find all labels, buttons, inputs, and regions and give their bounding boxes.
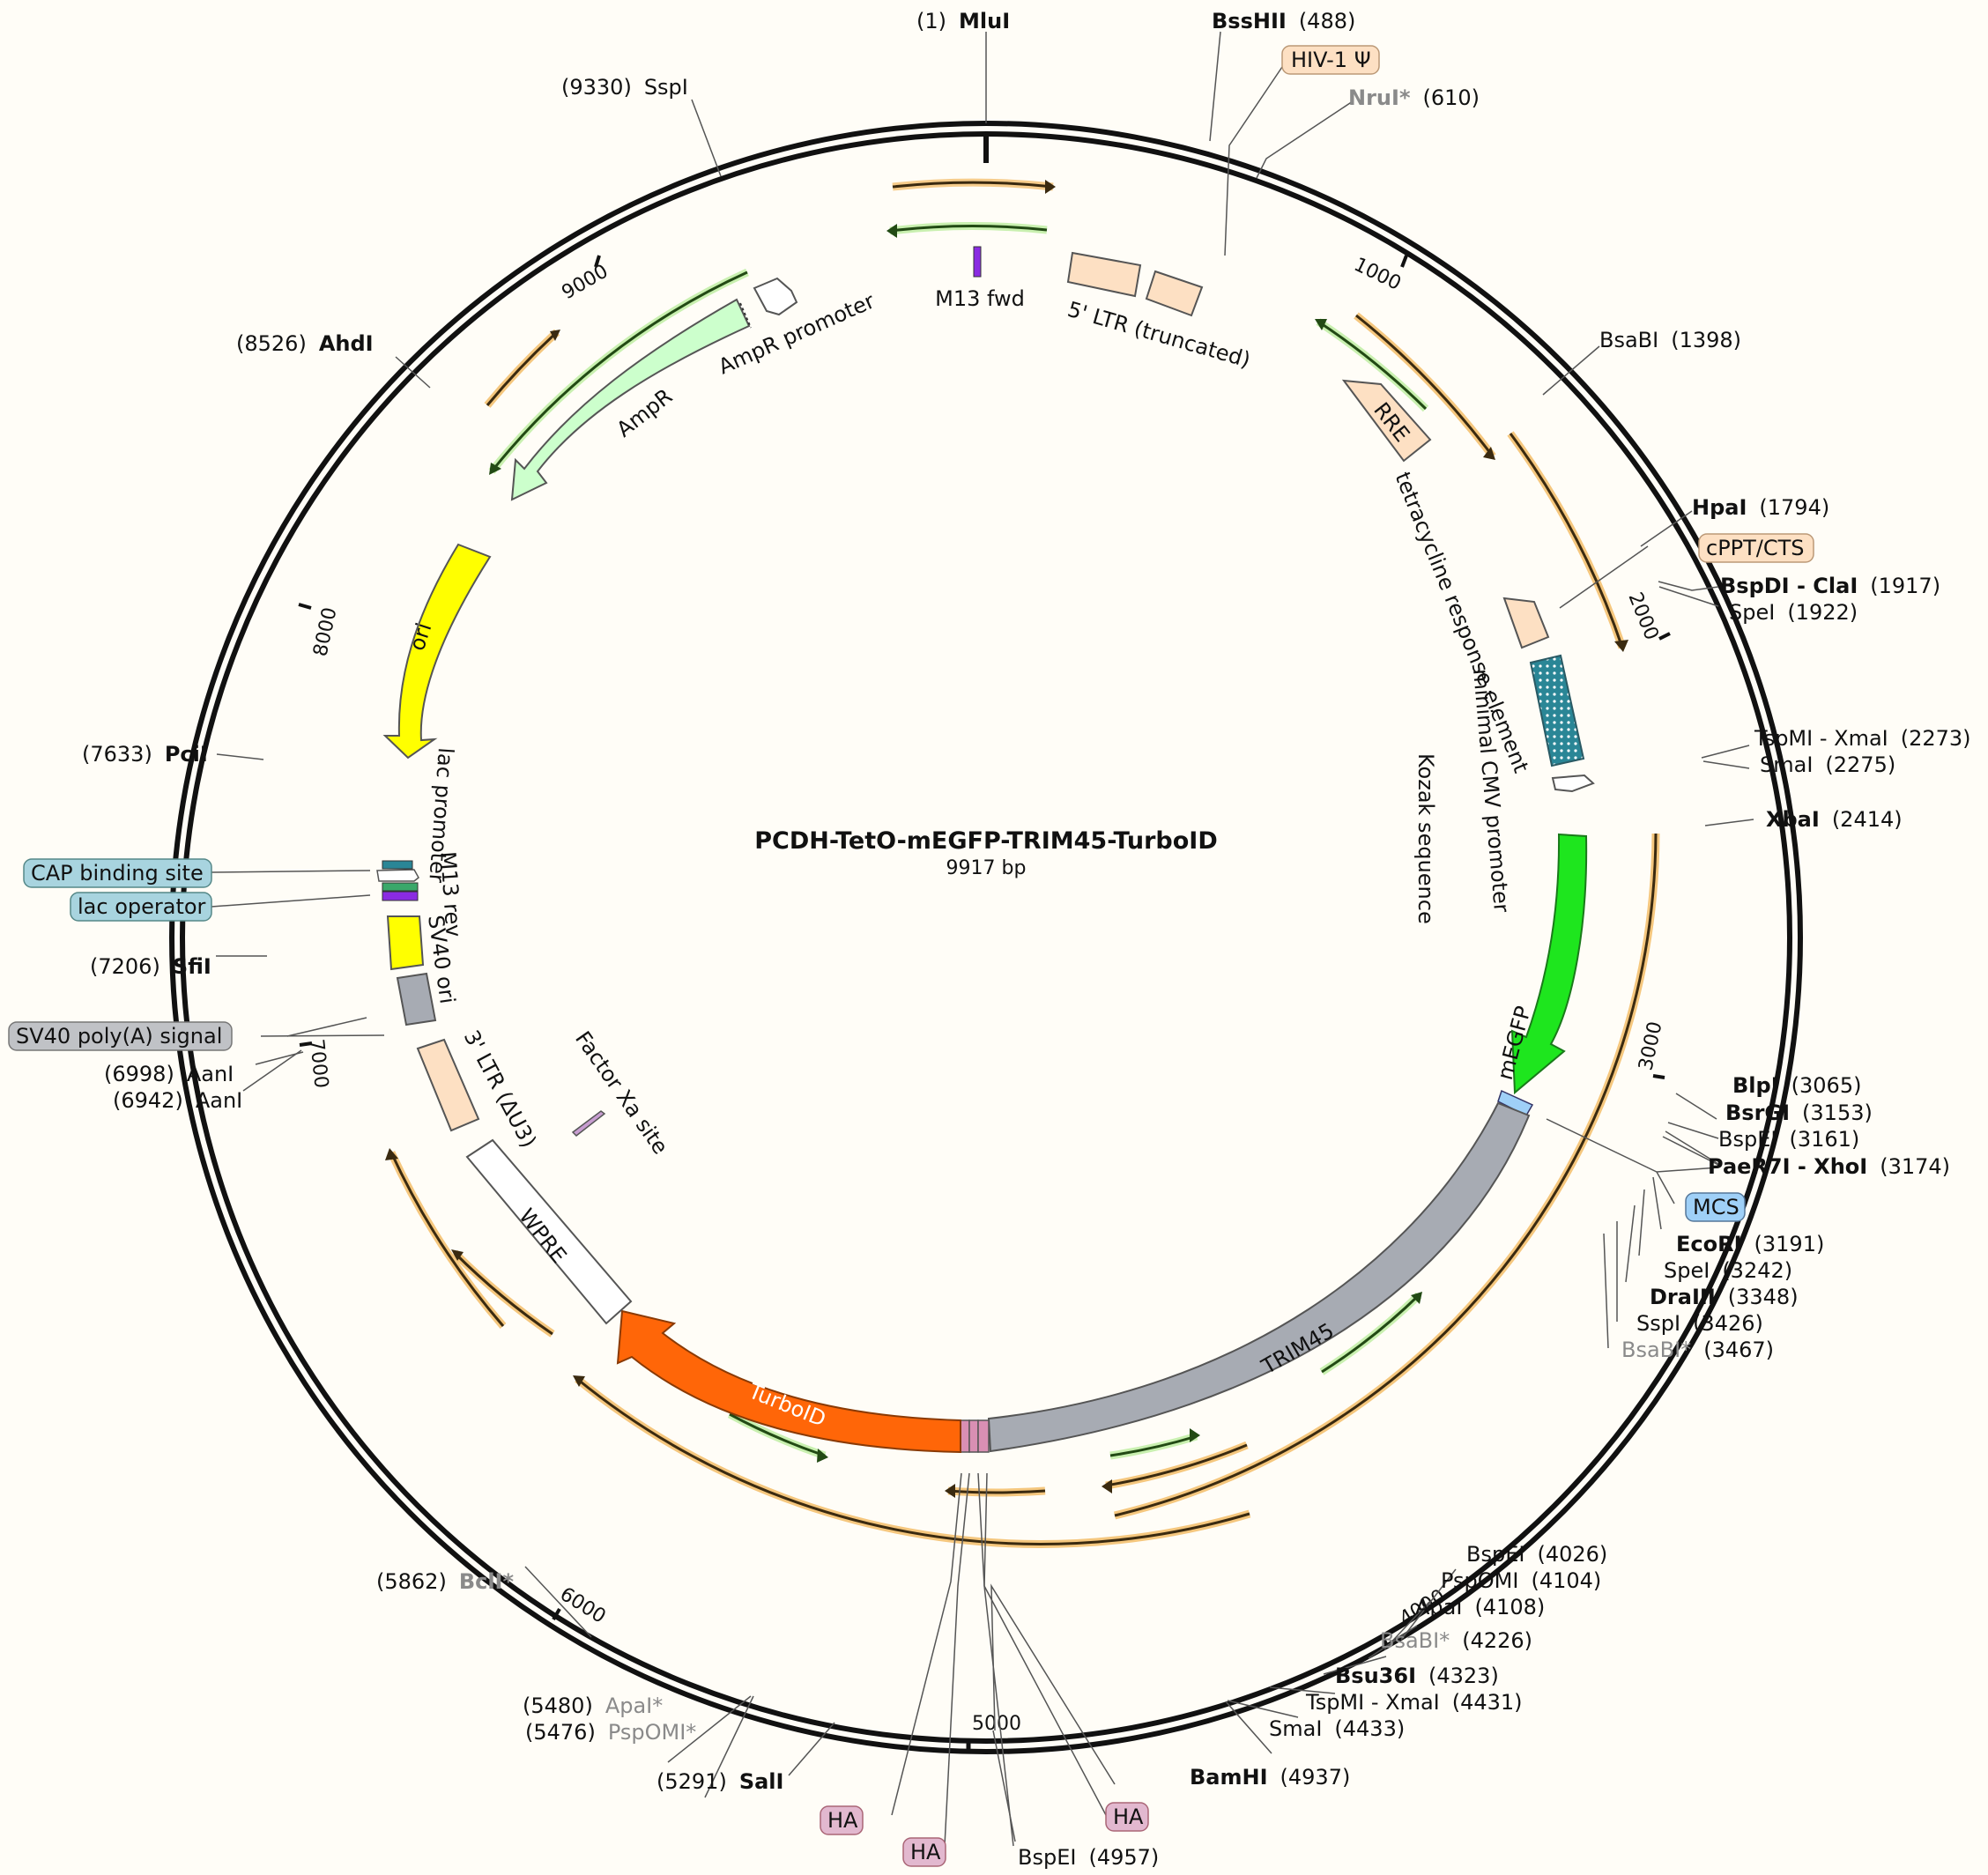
site-label: BsaBI*(3467) — [1621, 1338, 1774, 1362]
site-label: BamHI(4937) — [1190, 1765, 1350, 1790]
feature-mEGFP — [1510, 833, 1588, 1095]
feature-wpre — [465, 1138, 633, 1325]
site-label: BlpI(3065) — [1732, 1073, 1861, 1098]
feature-label-m13-rev: M13 rev — [435, 850, 466, 938]
orf-arcs — [385, 178, 1660, 1548]
feature-label-3ltr: 3' LTR (ΔU3) — [459, 1026, 542, 1152]
site-label: DraIII(3348) — [1650, 1285, 1799, 1309]
feature-ampr-promoter — [753, 277, 798, 316]
tick-label-3000: 3000 — [1635, 1019, 1666, 1072]
site-label: XbaI(2414) — [1766, 807, 1903, 832]
plasmid-length: 9917 bp — [946, 857, 1027, 879]
site-label: EcoRI(3191) — [1676, 1232, 1824, 1256]
feature-tre — [1529, 654, 1585, 767]
feature-3ltr — [416, 1038, 480, 1132]
feature-label-5ltr: 5' LTR (truncated) — [1064, 297, 1253, 373]
boxed-label-cppt: cPPT/CTS — [1706, 536, 1805, 560]
feature-turboid — [616, 1309, 961, 1454]
site-label: SspI(3426) — [1636, 1311, 1763, 1336]
boxed-label-lac-operator: lac operator — [78, 894, 206, 919]
tick-label-5000b: 5000 — [972, 1713, 1021, 1735]
site-label: (6942)AanI — [113, 1088, 242, 1113]
site-label: Bsu36I(4323) — [1335, 1664, 1499, 1688]
site-labels: (1)MluI BssHII(488) NruI*(610) BsaBI(139… — [82, 9, 1971, 1870]
feature-lac-operator — [382, 882, 419, 892]
feature-m13-fwd — [973, 246, 982, 278]
site-label: SmaI(2275) — [1760, 752, 1895, 777]
boxed-label-sv40-polya: SV40 poly(A) signal — [16, 1024, 222, 1049]
feature-ha — [960, 1419, 970, 1453]
tick-label-2000: 2000 — [1623, 589, 1662, 643]
feature-sv40-polya — [396, 972, 437, 1026]
site-label: ApaI(4108) — [1415, 1595, 1545, 1619]
boxed-label-ha: HA — [910, 1840, 941, 1864]
site-label: BspDI - ClaI(1917) — [1720, 574, 1940, 598]
feature-ha — [977, 1419, 990, 1453]
site-label: (7206)SfiI — [90, 954, 211, 979]
boxed-labels: HIV-1 Ψ cPPT/CTS MCS CAP binding site la… — [8, 45, 1814, 1867]
boxed-label-hiv: HIV-1 Ψ — [1291, 48, 1371, 72]
site-label: NruI*(610) — [1348, 85, 1480, 110]
boxed-label-ha: HA — [1113, 1805, 1144, 1829]
feature-ha — [968, 1419, 979, 1453]
feature-min-cmv — [1551, 774, 1595, 793]
feature-5ltr — [1145, 270, 1204, 317]
boxed-label-mcs: MCS — [1693, 1195, 1740, 1219]
site-label: (7633)PciI — [82, 742, 208, 767]
site-label: BspEI(4026) — [1466, 1542, 1607, 1567]
site-label: PaeR7I - XhoI(3174) — [1708, 1154, 1950, 1179]
feature-cap-site — [382, 860, 413, 870]
site-label: SmaI(4433) — [1269, 1716, 1405, 1741]
feature-sv40-ori — [386, 915, 425, 971]
feature-cppt — [1502, 597, 1550, 649]
tick-labels: 1000 2000 3000 4000 5000 6000 7000 8000 … — [298, 254, 1671, 1735]
site-label: (5480)ApaI* — [523, 1693, 663, 1718]
site-label: BspEI(4957) — [1018, 1845, 1159, 1870]
feature-trim45 — [987, 1101, 1531, 1453]
feature-label-m13-fwd: M13 fwd — [935, 286, 1025, 311]
site-label: SpeI(3242) — [1664, 1258, 1792, 1283]
site-label: HpaI(1794) — [1692, 495, 1829, 520]
tick-label-1000: 1000 — [1350, 254, 1404, 295]
tick-label-9000: 9000 — [559, 261, 612, 305]
feature-ampr — [510, 298, 751, 501]
site-label: BsaBI*(4226) — [1380, 1628, 1532, 1653]
feature-m13-rev — [382, 891, 419, 901]
plasmid-title: PCDH-TetO-mEGFP-TRIM45-TurboID — [754, 827, 1218, 855]
feature-ori — [382, 543, 492, 760]
orf-arc — [488, 268, 749, 474]
site-label: TspMI - XmaI(2273) — [1754, 726, 1971, 751]
site-label: (8526)AhdI — [236, 331, 374, 356]
feature-rre — [1341, 379, 1432, 463]
site-label: (5291)SalI — [656, 1769, 783, 1794]
site-label: BspEI(3161) — [1718, 1127, 1859, 1152]
tick-label-7000: 7000 — [305, 1038, 332, 1089]
feature-factor-xa — [571, 1110, 606, 1137]
feature-label-factor-xa: Factor Xa site — [570, 1026, 673, 1159]
site-label: BsrGI(3153) — [1725, 1101, 1873, 1125]
feature-label-kozak: Kozak sequence — [1413, 753, 1438, 924]
site-label: PspOMI(4104) — [1441, 1568, 1601, 1593]
site-label: (5862)BclI* — [376, 1569, 514, 1594]
site-label: (1)MluI — [916, 9, 1010, 33]
site-leaders — [211, 31, 1754, 1847]
site-label: (5476)PspOMI* — [525, 1720, 696, 1745]
tick-label-8000: 8000 — [309, 605, 341, 658]
feature-5ltr — [1066, 251, 1142, 298]
site-label: BsaBI(1398) — [1599, 328, 1741, 352]
boxed-label-cap: CAP binding site — [31, 861, 204, 886]
feature-lac-promoter — [376, 869, 419, 882]
site-label: (6998)AanI — [104, 1062, 234, 1086]
site-label: TspMI - XmaI(4431) — [1305, 1690, 1523, 1715]
boxed-label-ha: HA — [827, 1808, 858, 1833]
site-label: (9330)SspI — [561, 75, 688, 100]
site-label: SpeI(1922) — [1729, 600, 1858, 625]
site-label: BssHII(488) — [1212, 9, 1355, 33]
